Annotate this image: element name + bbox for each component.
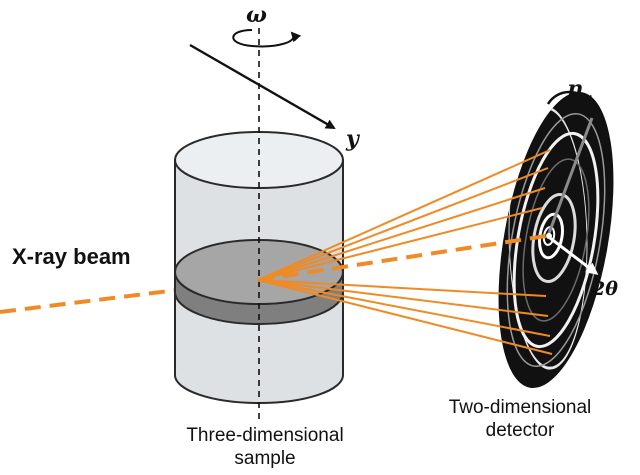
rotation-arrow-icon <box>232 29 302 48</box>
omega-label: ω <box>246 2 267 28</box>
eta-label: η <box>567 76 583 102</box>
sample-label-line1: Three-dimensional <box>186 425 344 446</box>
sample-label-line2: sample <box>234 448 296 469</box>
eta-arrow-icon <box>546 90 594 106</box>
detector-label: Two-dimensional detector <box>420 396 620 442</box>
sample-label: Three-dimensional sample <box>140 424 390 470</box>
diffracted-rays <box>257 149 553 355</box>
direction-arrow-icon <box>189 43 336 130</box>
xray-beam-label: X-ray beam <box>12 244 131 269</box>
detector-plate <box>498 92 614 388</box>
two-theta-label: 2θ <box>592 278 618 300</box>
xray-beam-incoming <box>0 278 259 314</box>
detector-label-line1: Two-dimensional <box>448 397 592 418</box>
y-axis-label: y <box>346 126 359 152</box>
two-theta-arrow <box>549 236 599 275</box>
detector-label-line2: detector <box>485 420 555 441</box>
